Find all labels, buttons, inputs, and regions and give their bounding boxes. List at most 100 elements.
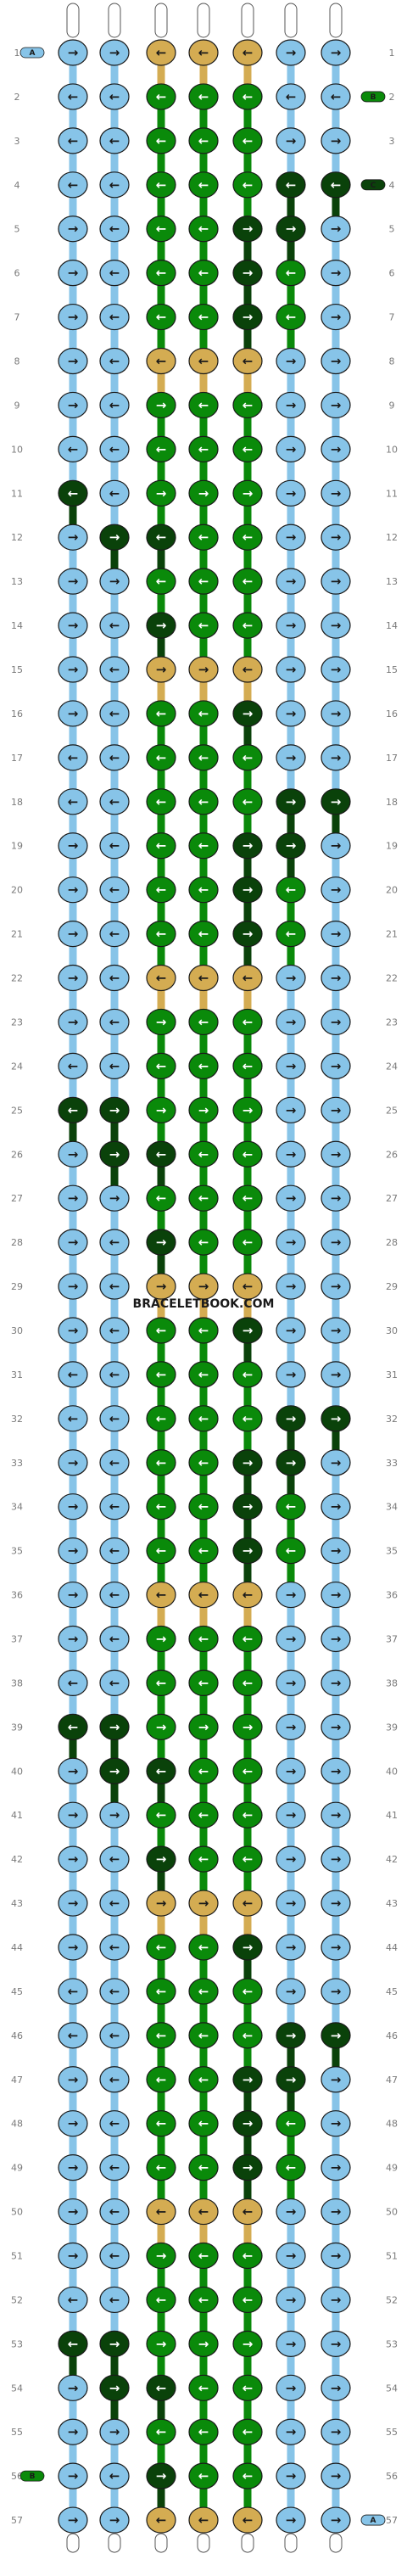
arrow-left-icon: ← — [156, 1807, 167, 1823]
knot: → — [58, 303, 88, 331]
knot: → — [58, 1625, 88, 1653]
knot-ellipse — [58, 347, 88, 375]
arrow-left-icon: ← — [109, 354, 120, 369]
knot-ellipse — [146, 2330, 176, 2357]
arrow-left-icon: ← — [68, 1411, 79, 1426]
arrow-right-icon: → — [68, 1763, 79, 1778]
knot-ellipse — [232, 568, 263, 595]
knot-ellipse — [146, 964, 176, 992]
knot: ← — [99, 876, 130, 904]
arrow-left-icon: ← — [156, 2512, 167, 2528]
arrow-left-icon: ← — [198, 1190, 209, 1206]
knot: → — [321, 920, 351, 948]
knot-ellipse — [321, 1581, 351, 1609]
knot: → — [276, 964, 306, 992]
arrow-right-icon: → — [286, 574, 297, 589]
knot: → — [276, 2418, 306, 2445]
row-number-left: 20 — [11, 885, 23, 896]
knot: → — [58, 391, 88, 419]
knot-ellipse — [99, 1449, 130, 1476]
arrow-right-icon: → — [331, 1235, 342, 1250]
knot: ← — [58, 127, 88, 154]
knot-ellipse — [58, 788, 88, 815]
knot: → — [276, 1140, 306, 1168]
knot-ellipse — [321, 920, 351, 948]
knot: ← — [99, 2242, 130, 2270]
knot-ellipse — [232, 1229, 263, 1256]
knot-ellipse — [146, 2110, 176, 2137]
knot: ← — [146, 2506, 176, 2534]
knot-ellipse — [146, 216, 176, 243]
knot: ← — [188, 1052, 219, 1079]
arrow-right-icon: → — [68, 45, 79, 60]
arrow-right-icon: → — [286, 1367, 297, 1382]
knot-ellipse — [188, 1537, 219, 1565]
knot: ← — [232, 347, 263, 375]
knot-ellipse — [146, 1405, 176, 1432]
arrow-left-icon: ← — [243, 618, 254, 633]
row-number-right: 13 — [386, 576, 398, 587]
knot-ellipse — [232, 347, 263, 375]
knot-ellipse — [276, 876, 306, 904]
knot: → — [58, 656, 88, 683]
knot-ellipse — [146, 2154, 176, 2181]
knot-ellipse — [188, 260, 219, 287]
knot-ellipse — [232, 1449, 263, 1476]
watermark-text: BRACELETBOOK.COM — [133, 1297, 275, 1311]
arrow-right-icon: → — [156, 485, 167, 501]
knot: ← — [232, 1801, 263, 1828]
knot: → — [146, 656, 176, 683]
knot-ellipse — [321, 1669, 351, 1697]
knot-ellipse — [58, 2198, 88, 2226]
knot-ellipse — [99, 964, 130, 992]
arrow-left-icon: ← — [243, 1588, 254, 1603]
arrow-right-icon: → — [286, 2468, 297, 2484]
knot-ellipse — [58, 2418, 88, 2445]
arrow-left-icon: ← — [243, 1367, 254, 1382]
arrow-left-icon: ← — [198, 441, 209, 456]
knot: → — [321, 700, 351, 727]
knot-ellipse — [321, 1801, 351, 1828]
row-number-left: 37 — [11, 1633, 23, 1644]
knot: → — [232, 832, 263, 860]
arrow-left-icon: ← — [198, 1807, 209, 1823]
knot-ellipse — [321, 2418, 351, 2445]
arrow-left-icon: ← — [198, 2512, 209, 2528]
knot-ellipse — [232, 832, 263, 860]
knot: → — [146, 479, 176, 507]
arrow-left-icon: ← — [109, 1543, 120, 1559]
knot-ellipse — [58, 2110, 88, 2137]
row-number-right: 31 — [386, 1369, 398, 1380]
arrow-left-icon: ← — [156, 1588, 167, 1603]
knot: → — [99, 2330, 130, 2357]
knot-ellipse — [321, 347, 351, 375]
arrow-left-icon: ← — [109, 1851, 120, 1867]
arrow-left-icon: ← — [243, 1807, 254, 1823]
knot: ← — [188, 83, 219, 110]
arrow-right-icon: → — [68, 1235, 79, 1250]
arrow-right-icon: → — [156, 2248, 167, 2264]
knot: → — [58, 1890, 88, 1917]
arrow-right-icon: → — [286, 2028, 297, 2043]
row-number-left: 51 — [11, 2251, 23, 2262]
arrow-right-icon: → — [286, 662, 297, 677]
row-number-left: 43 — [11, 1898, 23, 1909]
knot-ellipse — [99, 2418, 130, 2445]
arrow-right-icon: → — [68, 1146, 79, 1162]
knot-ellipse — [58, 39, 88, 66]
svg-text:B: B — [371, 93, 376, 102]
arrow-left-icon: ← — [243, 1190, 254, 1206]
knot-ellipse — [188, 216, 219, 243]
thread-end-3 — [154, 2533, 168, 2553]
knot: → — [232, 1449, 263, 1476]
arrow-left-icon: ← — [156, 750, 167, 765]
row-number-left: 13 — [11, 576, 23, 587]
knot-ellipse — [99, 2506, 130, 2534]
arrow-right-icon: → — [68, 529, 79, 545]
arrow-right-icon: → — [331, 1719, 342, 1734]
arrow-right-icon: → — [68, 1323, 79, 1338]
knot: → — [58, 1493, 88, 1520]
knot-ellipse — [188, 1493, 219, 1520]
knot: → — [146, 2462, 176, 2489]
knot-ellipse — [99, 1845, 130, 1873]
